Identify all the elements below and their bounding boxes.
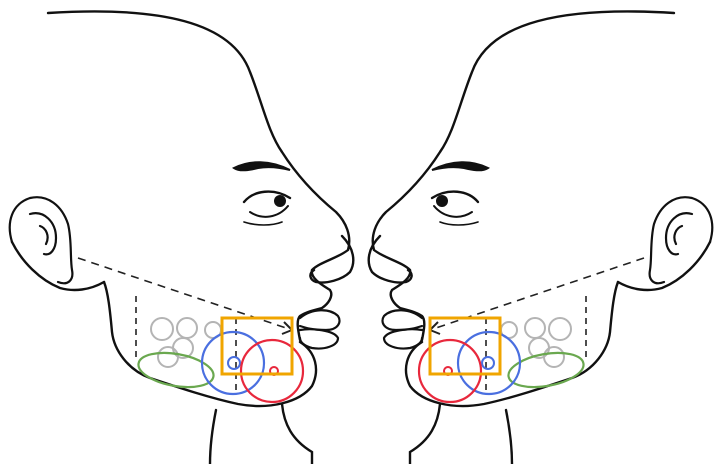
head-outline <box>373 11 674 340</box>
blue-inner-circle <box>228 357 240 369</box>
gray-node <box>158 347 178 367</box>
eye-lower-lid <box>250 206 288 217</box>
eye-crease <box>440 222 478 225</box>
neck <box>210 404 312 464</box>
eyebrow <box>234 162 290 170</box>
blue-inner-circle <box>482 357 494 369</box>
eye-crease <box>244 222 282 225</box>
eye-iris <box>274 195 286 207</box>
eyebrow <box>432 162 488 170</box>
gray-node <box>151 318 173 340</box>
ear <box>10 197 73 283</box>
blue-circle <box>202 332 264 394</box>
eye-lower-lid <box>434 206 472 217</box>
gray-node <box>525 318 545 338</box>
red-circle <box>241 340 303 402</box>
eye-iris <box>436 195 448 207</box>
lips <box>383 310 423 348</box>
lips <box>300 310 340 348</box>
gray-node <box>549 318 571 340</box>
gray-node <box>544 347 564 367</box>
neck <box>410 404 512 464</box>
right-profile-figure <box>369 11 713 464</box>
left-profile-figure <box>10 11 354 464</box>
blue-circle <box>458 332 520 394</box>
ear <box>650 197 713 283</box>
gray-node <box>177 318 197 338</box>
red-circle <box>419 340 481 402</box>
head-outline <box>48 11 349 340</box>
